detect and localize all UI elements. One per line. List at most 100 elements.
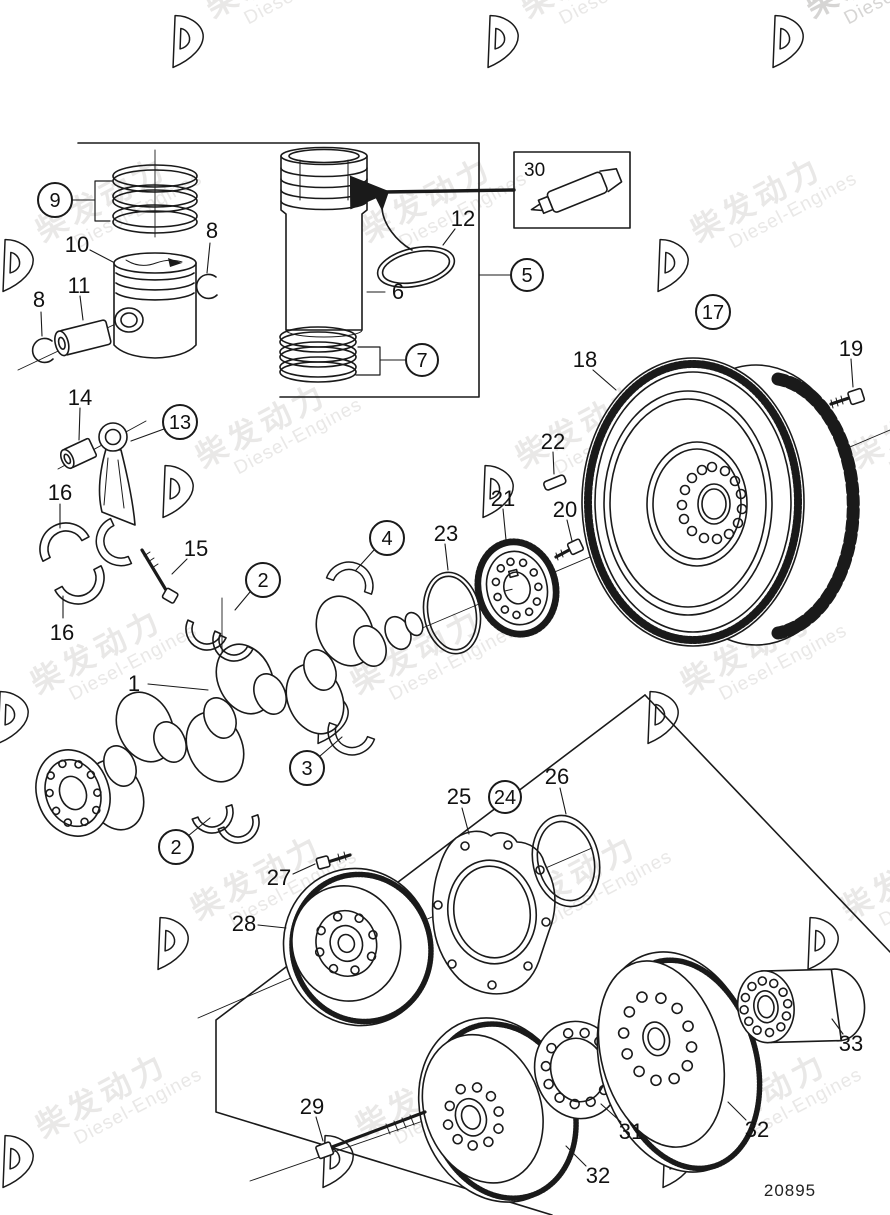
svg-text:2: 2 xyxy=(257,570,268,592)
piston-pin xyxy=(54,319,112,357)
callout-33-pulley-hub: 33 xyxy=(831,1018,863,1056)
svg-text:32: 32 xyxy=(745,1117,769,1142)
callout-11-piston-pin: 11 xyxy=(68,273,91,321)
svg-text:20: 20 xyxy=(553,497,577,522)
drawing-number: 20895 xyxy=(764,1181,816,1200)
svg-text:10: 10 xyxy=(65,232,89,257)
flywheel-hub-holes xyxy=(676,461,748,545)
svg-text:16: 16 xyxy=(50,620,74,645)
callout-8-circlip-right: 8 xyxy=(206,218,218,274)
svg-text:5: 5 xyxy=(521,265,532,287)
callout-16-bearing-lower: 16 xyxy=(50,595,74,645)
svg-text:27: 27 xyxy=(267,865,291,890)
callout-26-rear-seal: 26 xyxy=(545,764,569,815)
callout-32-pulley-rear: 32 xyxy=(727,1101,769,1142)
callout-8-circlip-left: 8 xyxy=(33,287,45,337)
small-end-bushing xyxy=(59,437,98,470)
main-bearing-upper-shell xyxy=(325,554,381,595)
flywheel-bolt xyxy=(829,387,866,409)
circlip-right xyxy=(195,273,218,300)
callout-21-crankshaft-gear: 21 xyxy=(491,486,515,541)
callout-28-vibration-damper: 28 xyxy=(232,911,287,936)
svg-text:9: 9 xyxy=(49,190,60,212)
svg-text:31: 31 xyxy=(619,1119,643,1144)
svg-text:15: 15 xyxy=(184,536,208,561)
pulley-rear-holes xyxy=(617,991,698,1087)
svg-text:32: 32 xyxy=(586,1163,610,1188)
callout-31-spacer: 31 xyxy=(600,1103,643,1144)
svg-text:29: 29 xyxy=(300,1094,324,1119)
svg-text:25: 25 xyxy=(447,784,471,809)
liner-kit-boundary xyxy=(77,142,480,398)
callout-32-pulley-front: 32 xyxy=(565,1145,610,1188)
svg-text:13: 13 xyxy=(169,412,191,434)
piston xyxy=(113,252,197,359)
svg-text:18: 18 xyxy=(573,347,597,372)
callout-14-small-end-bushing: 14 xyxy=(68,385,92,441)
svg-text:3: 3 xyxy=(301,758,312,780)
crankshaft-front-flange xyxy=(35,749,111,837)
callout-27-flange-bolt: 27 xyxy=(267,863,316,890)
callout-18-ring-gear: 18 xyxy=(573,347,617,391)
vibration-damper xyxy=(282,867,434,1027)
crankshaft-pulley-rear xyxy=(596,951,763,1173)
callout-4-main-bearing-upper: 4 xyxy=(355,520,405,571)
piston-ring-set xyxy=(112,164,198,234)
svg-text:24: 24 xyxy=(494,787,516,809)
svg-text:4: 4 xyxy=(381,528,392,550)
callout-23-sealing-ring: 23 xyxy=(434,521,458,571)
ring-gear xyxy=(584,360,802,644)
callout-6-cylinder-liner: 6 xyxy=(366,279,404,304)
callout-5-liner-kit: 5 xyxy=(478,258,544,292)
svg-text:33: 33 xyxy=(839,1031,863,1056)
flange-bolt xyxy=(315,851,352,870)
callout-17-flywheel: 17 xyxy=(695,294,731,330)
connecting-rod xyxy=(87,422,136,575)
callout-19-flywheel-bolt: 19 xyxy=(839,336,863,388)
callout-25-sealing-flange: 25 xyxy=(447,784,471,835)
callout-15-con-rod-bolt: 15 xyxy=(171,536,208,575)
pulley-bolt xyxy=(315,1110,427,1160)
flywheel xyxy=(581,357,860,647)
hub-holes xyxy=(739,976,793,1038)
crankshaft-gear xyxy=(474,538,560,638)
svg-text:1: 1 xyxy=(128,671,140,696)
sealing-ring xyxy=(422,571,482,655)
svg-text:28: 28 xyxy=(232,911,256,936)
callout-10-piston: 10 xyxy=(65,232,114,263)
key xyxy=(543,474,567,491)
rear-kit-boundary xyxy=(215,694,890,1215)
thrust-washers-lower xyxy=(191,804,266,850)
svg-text:21: 21 xyxy=(491,486,515,511)
callout-30-sealant: 30 xyxy=(524,160,545,181)
callout-24-rear-seal-kit: 24 xyxy=(488,780,522,814)
callout-9-piston-ring-kit: 9 xyxy=(37,180,113,222)
svg-text:26: 26 xyxy=(545,764,569,789)
callout-29-pulley-bolt: 29 xyxy=(300,1094,324,1142)
callout-7-liner-ring-set: 7 xyxy=(355,343,439,377)
callout-3-main-bearing-lower: 3 xyxy=(289,736,343,786)
svg-text:8: 8 xyxy=(33,287,45,312)
svg-text:6: 6 xyxy=(392,279,404,304)
callout-13-connecting-rod: 13 xyxy=(130,404,198,442)
callout-22-key: 22 xyxy=(541,429,565,475)
callout-16-bearing-upper: 16 xyxy=(48,480,72,529)
big-end-bearing-lower xyxy=(54,564,114,614)
svg-text:12: 12 xyxy=(451,206,475,231)
svg-text:14: 14 xyxy=(68,385,92,410)
svg-text:22: 22 xyxy=(541,429,565,454)
pulley-hub xyxy=(736,968,866,1044)
crankshaft xyxy=(35,595,424,837)
svg-text:23: 23 xyxy=(434,521,458,546)
svg-text:8: 8 xyxy=(206,218,218,243)
circlip-left xyxy=(31,337,54,364)
svg-text:19: 19 xyxy=(839,336,863,361)
cylinder-liner xyxy=(280,146,368,338)
connecting-rod-bolt xyxy=(140,548,179,604)
callout-1-crankshaft: 1 xyxy=(128,671,209,696)
svg-text:11: 11 xyxy=(68,273,91,298)
callout-2-thrust-washer-lower: 2 xyxy=(158,817,211,865)
svg-text:2: 2 xyxy=(170,837,181,859)
pulley-front-holes xyxy=(442,1082,504,1151)
